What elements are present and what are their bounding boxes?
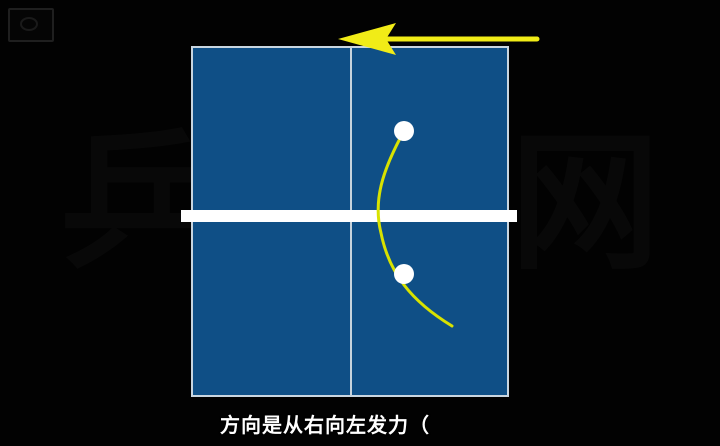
table-net [181, 210, 517, 222]
ball-trajectory-curve [376, 129, 454, 328]
ball-upper [394, 121, 414, 141]
ball-lower [394, 264, 414, 284]
left-arrow-icon [338, 23, 540, 55]
caption-text: 方向是从右向左发力（ [220, 413, 430, 437]
camera-logo-icon [8, 8, 54, 42]
